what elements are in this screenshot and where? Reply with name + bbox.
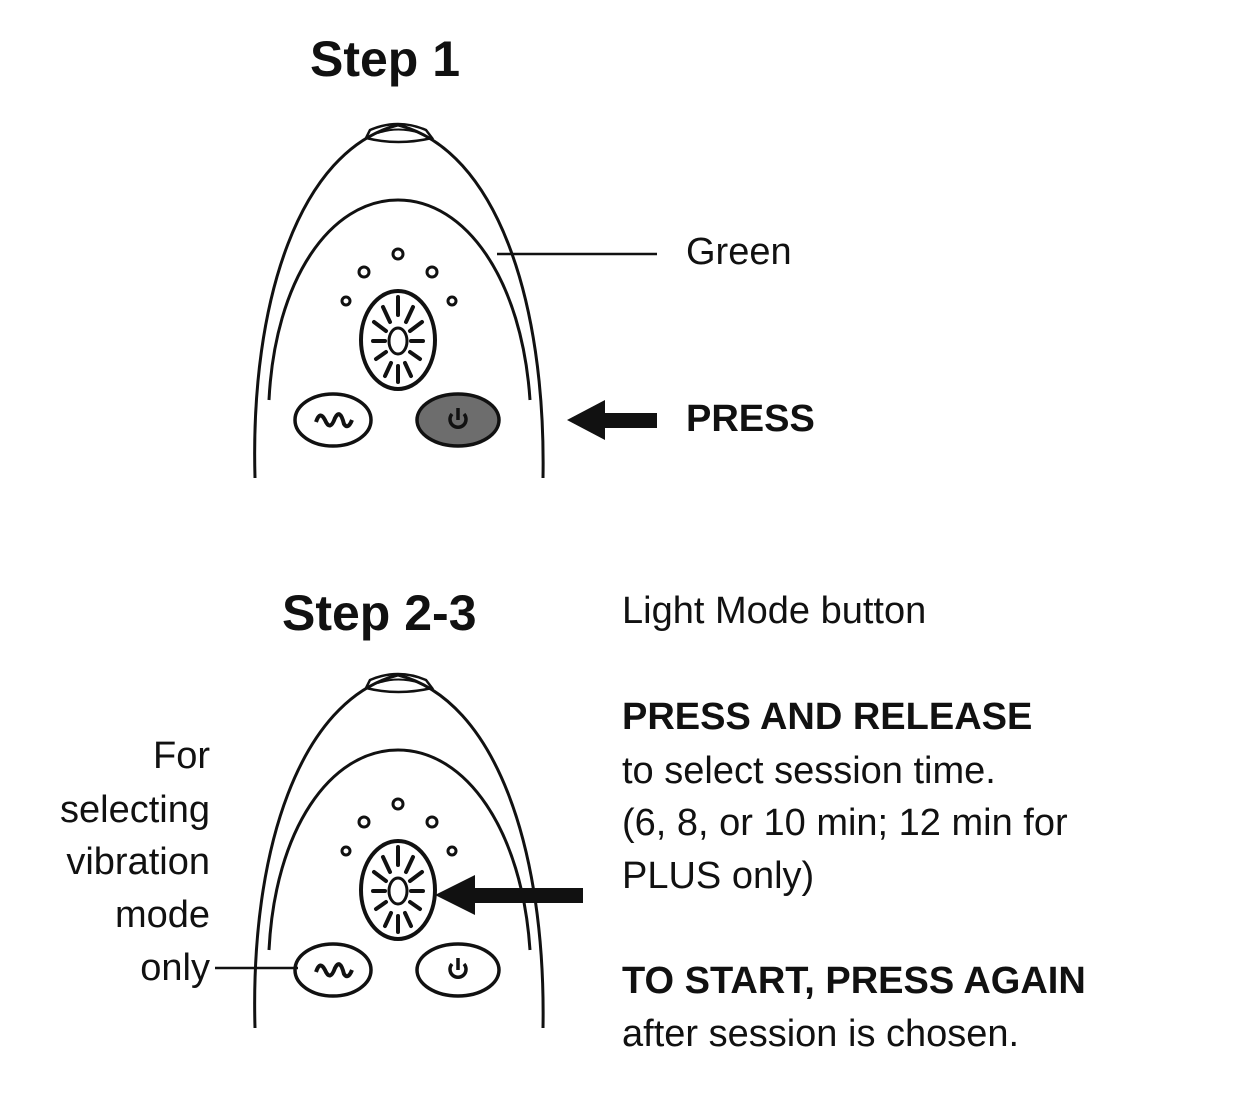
green-label: Green — [686, 231, 792, 273]
vibration-line-3: vibration — [66, 841, 210, 883]
vibration-line-5: only — [140, 947, 210, 989]
device-step2 — [252, 672, 546, 1030]
device-step1 — [252, 122, 657, 480]
vibration-line-1: For — [153, 735, 210, 777]
step1-title: Step 1 — [310, 31, 461, 87]
select-line-1: to select session time. — [622, 750, 996, 792]
select-line-2: (6, 8, or 10 min; 12 min for — [622, 802, 1068, 844]
press-release-label: PRESS AND RELEASE — [622, 696, 1033, 738]
vibration-line-2: selecting — [60, 789, 210, 831]
arrow-icon-light-mode — [435, 875, 583, 915]
light-mode-label: Light Mode button — [622, 590, 927, 632]
vibration-line-4: mode — [114, 894, 210, 936]
start-label: TO START, PRESS AGAIN — [622, 960, 1086, 1002]
select-line-3: PLUS only) — [622, 855, 815, 897]
start-sub-label: after session is chosen. — [622, 1013, 1020, 1055]
press-label: PRESS — [686, 398, 815, 440]
arrow-icon-press — [567, 400, 657, 440]
step2-title: Step 2-3 — [282, 585, 477, 641]
